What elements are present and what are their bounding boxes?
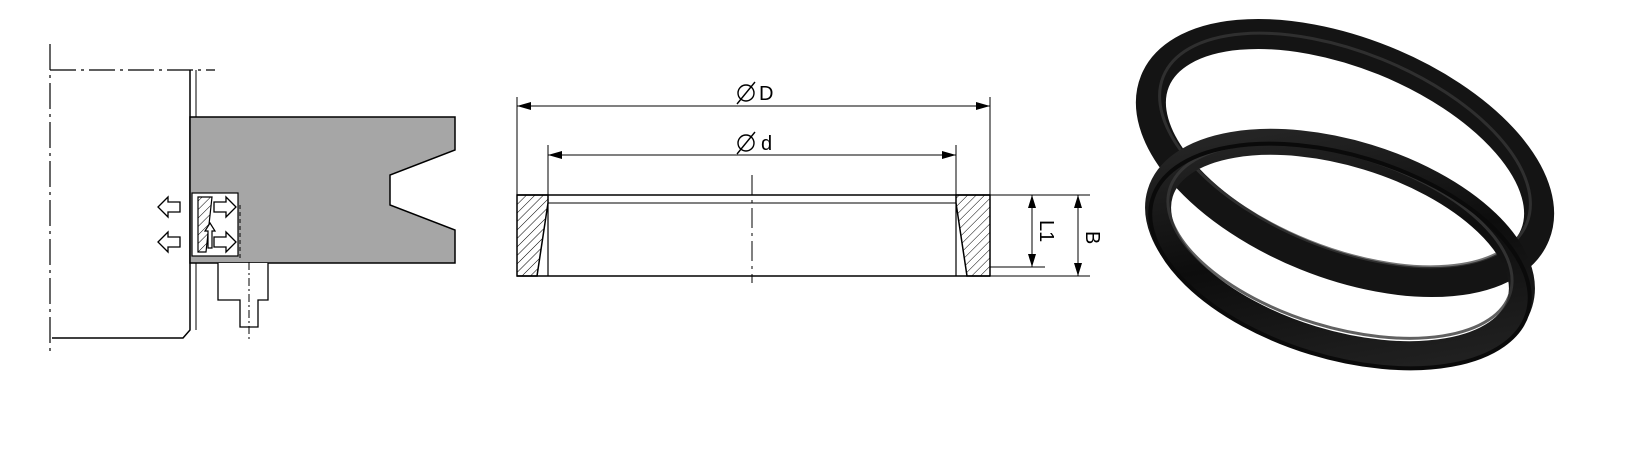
arrowhead	[1074, 195, 1082, 208]
pressure-arrow-left-lower	[157, 230, 181, 254]
arrowhead	[942, 151, 956, 159]
pressure-arrow-right-lower	[213, 230, 237, 254]
pressure-arrow-right-upper	[213, 195, 237, 219]
outer-diameter-label: D	[736, 81, 773, 105]
arrowhead	[517, 102, 531, 110]
diameter-symbol-slash	[736, 131, 756, 155]
arrowhead	[1028, 254, 1036, 267]
dimension-drawing: D d L1 B	[516, 81, 1103, 283]
pressure-arrow-left-upper	[157, 195, 181, 219]
seal-lip-section	[197, 196, 213, 253]
arrowhead	[976, 102, 990, 110]
grey-body-section	[189, 116, 456, 264]
retaining-bolt	[217, 263, 269, 328]
lip-height-text: L1	[1035, 220, 1057, 242]
total-height-text: B	[1081, 231, 1103, 244]
seal-rings-photo	[1135, 19, 1555, 371]
seal-section-right	[955, 194, 991, 277]
arrowhead	[548, 151, 562, 159]
diameter-symbol-icon	[737, 84, 755, 102]
outer-diameter-text: D	[759, 83, 773, 105]
arrowhead	[1074, 263, 1082, 276]
arrowhead	[1028, 195, 1036, 208]
inner-diameter-text: d	[761, 133, 772, 155]
rubber-ring-front	[1145, 128, 1535, 371]
diameter-symbol-slash	[736, 81, 756, 105]
diameter-symbol-icon	[737, 134, 755, 152]
installation-section-view	[49, 44, 456, 352]
inner-diameter-label: d	[736, 131, 772, 155]
rubber-ring-back	[1135, 19, 1555, 297]
pressure-arrow-up	[203, 221, 217, 249]
seal-section-left	[516, 194, 549, 277]
